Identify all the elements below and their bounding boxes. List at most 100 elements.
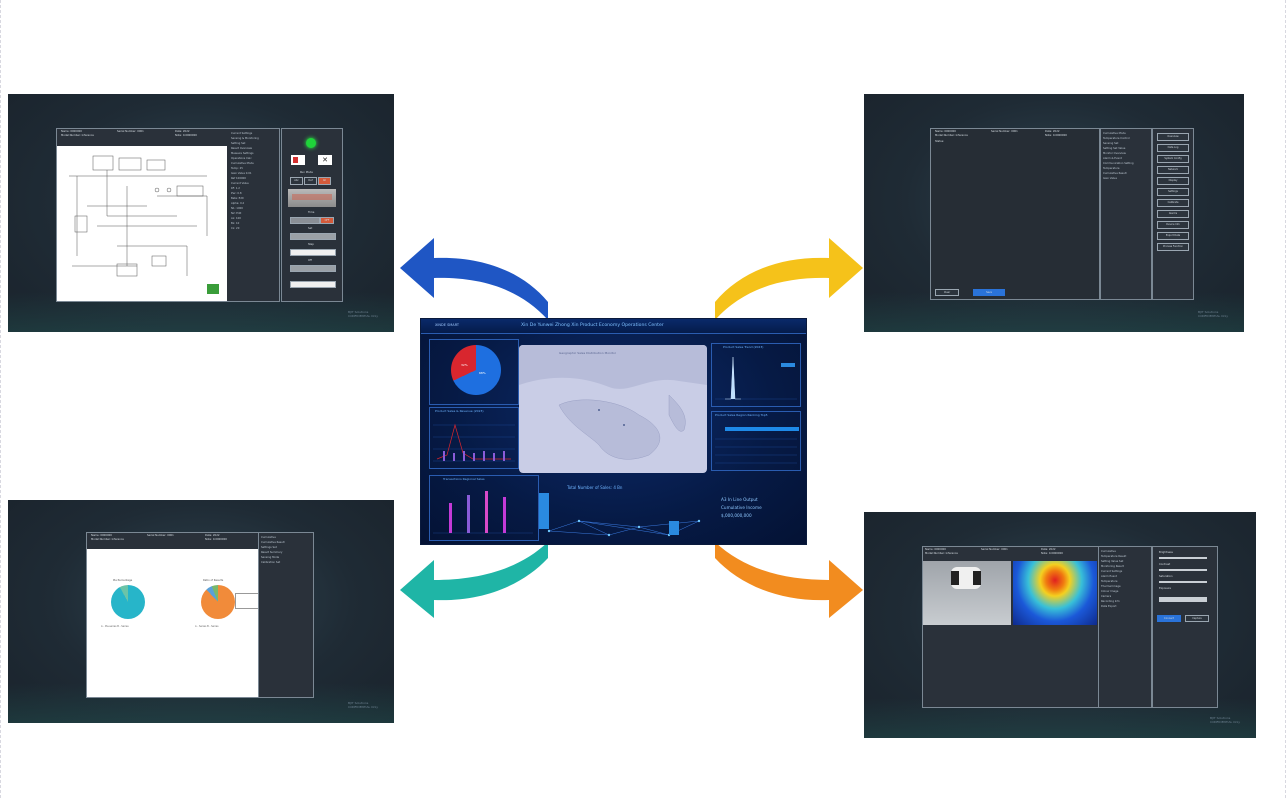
bottom-right-screen: Name: 0000000 Serial Number: 0001 Date: … [864,512,1256,738]
header-serial: Serial Number: 0001 [991,130,1018,133]
display-button[interactable]: Display [1157,177,1189,185]
header-date: Date: 2022 [1045,130,1060,133]
schematic-canvas[interactable] [57,146,227,301]
status-badge[interactable]: OFF [320,217,334,224]
field-label-3: Step [308,243,314,246]
top-right-screen: Name: 0000000 Serial Number: 0001 Date: … [864,94,1244,332]
header-note: Note: 0.0000000 [205,538,227,541]
switch-icon[interactable] [291,155,305,165]
save-button[interactable]: Save [973,289,1005,296]
thermal-view[interactable] [1013,561,1097,625]
device-info-button[interactable]: Device Info [1157,221,1189,229]
off-input[interactable] [290,265,336,272]
grid-icon[interactable]: ✕ [318,155,332,165]
pie-chart-right [201,585,235,619]
output-line-2: Cumulative Income [721,505,762,510]
dashboard-logo: XINDE SMART [435,323,460,327]
mode-button-1[interactable]: Abc [290,177,303,185]
mode-button-3[interactable]: Gh [318,177,331,185]
network-chart [539,493,701,537]
dashboard-title: Xin De Yunwei Zhong Xin Product Economy … [521,323,664,328]
system-config-button[interactable]: System Config [1157,155,1189,163]
regional-bar-chart [433,491,533,534]
display-panel [288,189,336,207]
arrow-down-right-icon [715,542,863,618]
region-ranking-panel [711,411,801,471]
slider-label-contrast: Contrast [1159,563,1171,566]
map-panel[interactable]: Geographic Sales Distribution Monitor [519,345,707,473]
set-input[interactable] [290,233,336,240]
footer-text: BJIT Solutions CONFIDENTIAL Only [347,310,378,318]
schematic-diagram [69,155,219,294]
header-date: Date: 2022 [205,534,220,537]
dashboard-header-bar [421,319,806,334]
regional-sales-title: Transactions Regional Sales [443,477,485,481]
pie-right-legend: A - Series B - Series [195,625,219,628]
settings-button[interactable]: Settings [1157,188,1189,196]
field-label-2: Set [308,227,313,230]
status-label: Status: [935,140,945,143]
settings-panel: Cumulative Mode Temperature Control Sens… [1100,128,1152,300]
contrast-slider[interactable] [1159,569,1207,571]
output-line-1: A3 In Line Output [721,497,758,502]
footer-text: BJIT Solutions CONFIDENTIAL Only [347,701,378,709]
export-data-button[interactable]: Export Data [1157,232,1189,240]
bottom-input[interactable] [290,281,336,288]
field-label-4: Off [308,259,312,262]
camera-object [951,567,981,589]
time-input[interactable] [290,217,320,224]
process-function-button[interactable]: Process Function [1157,243,1189,251]
slider-label-brightness: Brightness [1159,551,1173,554]
slider-label-saturation: Saturation [1159,575,1173,578]
saturation-slider[interactable] [1159,581,1207,583]
ranking-bar-1 [725,427,799,431]
header-model: Model Number: Inference [925,552,958,555]
settings-panel: Cumulative Cumulative Result Settings Se… [258,532,314,698]
central-dashboard: XINDE SMART Xin De Yunwei Zhong Xin Prod… [420,318,807,545]
connect-button[interactable]: Connect [1157,615,1181,622]
sales-revenue-panel [429,407,519,469]
mode-label: Run Mode [300,171,313,174]
mode-button-2[interactable]: Def [304,177,317,185]
output-line-3: $,000,000,000 [721,513,752,518]
ranking-grid [715,438,797,464]
regional-sales-panel [429,475,539,541]
main-panel: Name: 0000000 Serial Number: 0001 Date: … [930,128,1100,300]
header-model: Model Number: Inference [61,134,94,137]
header-serial: Serial Number: 0001 [147,534,174,537]
overview-button[interactable]: Overview [1157,133,1189,141]
header-name: Name: 0000000 [91,534,112,537]
clear-button[interactable]: Clear [935,289,959,296]
pie-left-legend: A - Pie-series B - Series [101,625,129,628]
region-ranking-title: Product Sales Region Ranking Top5 [715,413,768,417]
top-left-screen: Name: 0000000 Serial Number: 0001 Date: … [8,94,394,332]
map-landmass [519,345,707,460]
map-label: Geographic Sales Distribution Monitor [559,351,617,355]
sales-trend-title: Product Sales Trend (2023) [723,345,764,349]
pie-right-title: Ratio of Results [203,579,224,582]
pie-label-blue: 68% [479,371,486,375]
settings-list: Current Settings Sensing & Monitoring Se… [231,132,259,230]
sales-trend-chart [715,356,797,400]
chart-canvas[interactable]: Pie Percentage A - Pie-series B - Series… [87,549,259,697]
alarms-button[interactable]: Alarms [1157,210,1189,218]
settings-panel: Cumulative Temperature Result Setting Va… [1098,546,1152,708]
network-button[interactable]: Network [1157,166,1189,174]
brightness-slider[interactable] [1159,557,1207,559]
sales-trend-panel [711,343,801,407]
calibrate-button[interactable]: Calibrate [1157,199,1189,207]
button-panel: Overview Data Log System Config Network … [1152,128,1194,300]
capture-button[interactable]: Capture [1185,615,1209,622]
header-name: Name: 0000000 [925,548,946,551]
footer-text: BJIT Solutions CONFIDENTIAL Only [1209,716,1240,724]
header-name: Name: 0000000 [61,130,82,133]
header-serial: Serial Number: 0001 [981,548,1008,551]
pie-panel [429,339,519,405]
pie-chart-left [111,585,145,619]
data-log-button[interactable]: Data Log [1157,144,1189,152]
step-input[interactable] [290,249,336,256]
status-led-icon [306,138,316,148]
exposure-slider[interactable] [1159,597,1207,602]
dashboard-pie-chart [451,345,501,395]
camera-view[interactable] [923,561,1011,625]
